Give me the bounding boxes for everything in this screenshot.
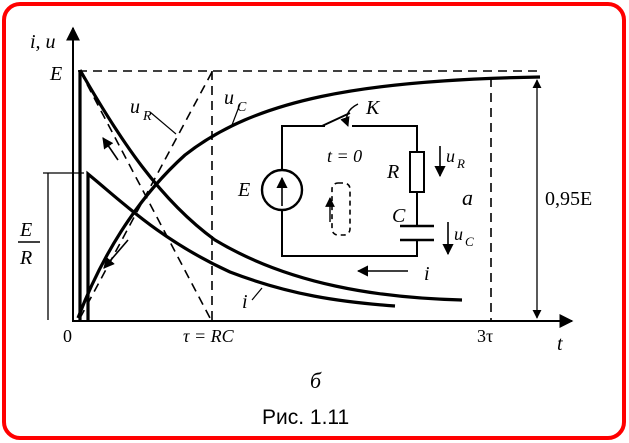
i-curve bbox=[86, 170, 396, 322]
level-095E: 0,95E bbox=[545, 188, 592, 210]
uR-tangent-dashed bbox=[79, 70, 211, 319]
i-label-leader bbox=[251, 287, 263, 301]
tick-ER-denominator: R bbox=[19, 247, 32, 269]
switch-K[interactable] bbox=[321, 112, 351, 127]
origin-label: 0 bbox=[63, 326, 72, 346]
tick-3tau: 3τ bbox=[477, 326, 493, 346]
i-curve-label: i bbox=[242, 291, 248, 313]
source-label: E bbox=[237, 179, 250, 201]
uC-curve-label: u bbox=[224, 87, 234, 109]
y-axis-label: i, u bbox=[30, 31, 56, 53]
tick-E: E bbox=[49, 63, 62, 85]
switch-arrow bbox=[340, 103, 359, 127]
current-label: i bbox=[424, 263, 430, 285]
circuit-wire-left bbox=[281, 125, 418, 257]
figure-caption: Рис. 1.11 bbox=[262, 406, 349, 429]
capacitor-label: C bbox=[392, 205, 406, 227]
uC-curve bbox=[76, 75, 541, 319]
resistor-R bbox=[409, 151, 425, 193]
circuit-a: K t = 0 E R C u R u C i а bbox=[237, 97, 474, 285]
uC-voltage-subscript: C bbox=[465, 234, 474, 249]
uC-direction-arrow bbox=[103, 239, 129, 269]
switch-label: K bbox=[365, 97, 381, 119]
resistor-label: R bbox=[386, 161, 399, 183]
uR-voltage-label: u bbox=[446, 146, 455, 166]
uR-curve bbox=[78, 69, 463, 302]
x-axis-label: t bbox=[557, 333, 563, 355]
circuit-wire-right bbox=[352, 125, 418, 226]
uR-voltage-subscript: R bbox=[456, 156, 465, 171]
uR-direction-arrow bbox=[102, 137, 119, 161]
uR-curve-subscript: R bbox=[142, 109, 152, 124]
uR-curve-label: u bbox=[130, 96, 140, 118]
panel-letter: б bbox=[310, 368, 322, 393]
uC-label-leader bbox=[231, 103, 241, 126]
uC-curve-subscript: C bbox=[237, 100, 247, 115]
circuit-letter: а bbox=[462, 185, 473, 210]
tick-tau: τ = RC bbox=[183, 326, 235, 346]
switch-time-label: t = 0 bbox=[327, 146, 362, 166]
loop-indicator bbox=[331, 182, 351, 236]
uR-label-leader bbox=[149, 111, 177, 135]
uC-voltage-label: u bbox=[454, 224, 463, 244]
tick-ER-numerator: E bbox=[19, 219, 32, 241]
